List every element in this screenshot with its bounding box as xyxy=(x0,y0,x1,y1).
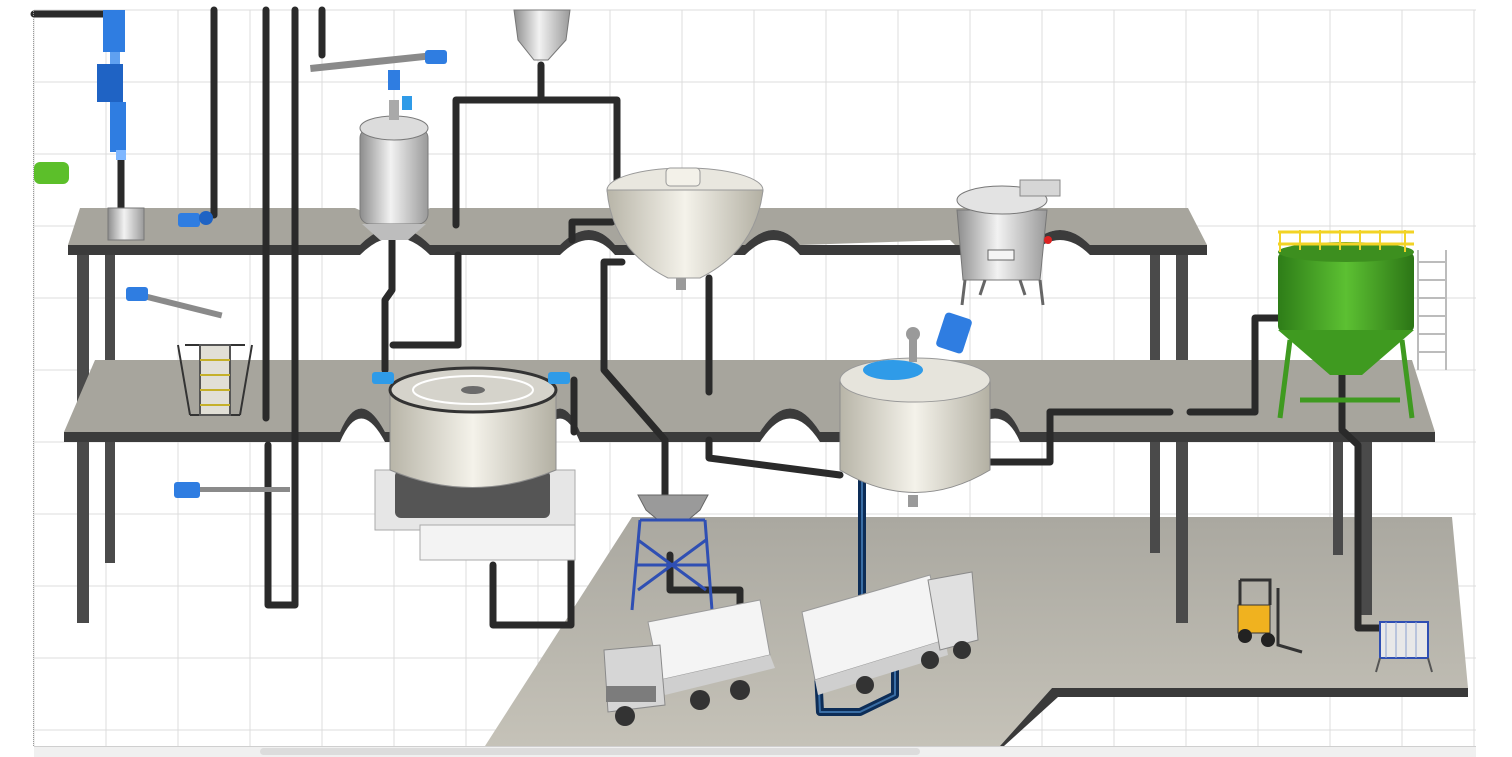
screw-conveyor-icon[interactable] xyxy=(310,50,447,90)
hopper-icon xyxy=(513,9,571,61)
cone-tank-icon[interactable] xyxy=(606,167,764,290)
truck-icon[interactable] xyxy=(801,571,979,695)
horizontal-scrollbar[interactable] xyxy=(34,746,1476,757)
forklift-icon[interactable] xyxy=(1237,578,1303,654)
status-indicator[interactable] xyxy=(34,162,69,184)
reactor-vessel-icon[interactable] xyxy=(359,96,429,240)
mixing-tank-icon[interactable] xyxy=(839,312,991,507)
scrollbar-thumb[interactable] xyxy=(260,748,920,755)
piping-network xyxy=(30,6,1384,632)
screw-conveyor-icon[interactable] xyxy=(126,287,223,319)
silo-green-icon[interactable] xyxy=(1277,230,1447,419)
pump-icon[interactable] xyxy=(178,211,213,227)
middle-platform xyxy=(64,360,1435,442)
pump-icon[interactable] xyxy=(174,482,290,498)
filter-press-icon[interactable] xyxy=(956,179,1061,306)
mixing-vessel-small-icon xyxy=(107,207,145,241)
rotary-drum-icon[interactable] xyxy=(372,366,576,561)
agitator-motor-icon[interactable] xyxy=(97,10,126,160)
heat-exchanger-icon[interactable] xyxy=(1375,621,1433,673)
canvas-left-border xyxy=(33,10,34,746)
truck-icon[interactable] xyxy=(603,599,775,726)
column-rack-icon xyxy=(177,344,253,416)
bagging-station-icon xyxy=(630,494,714,611)
